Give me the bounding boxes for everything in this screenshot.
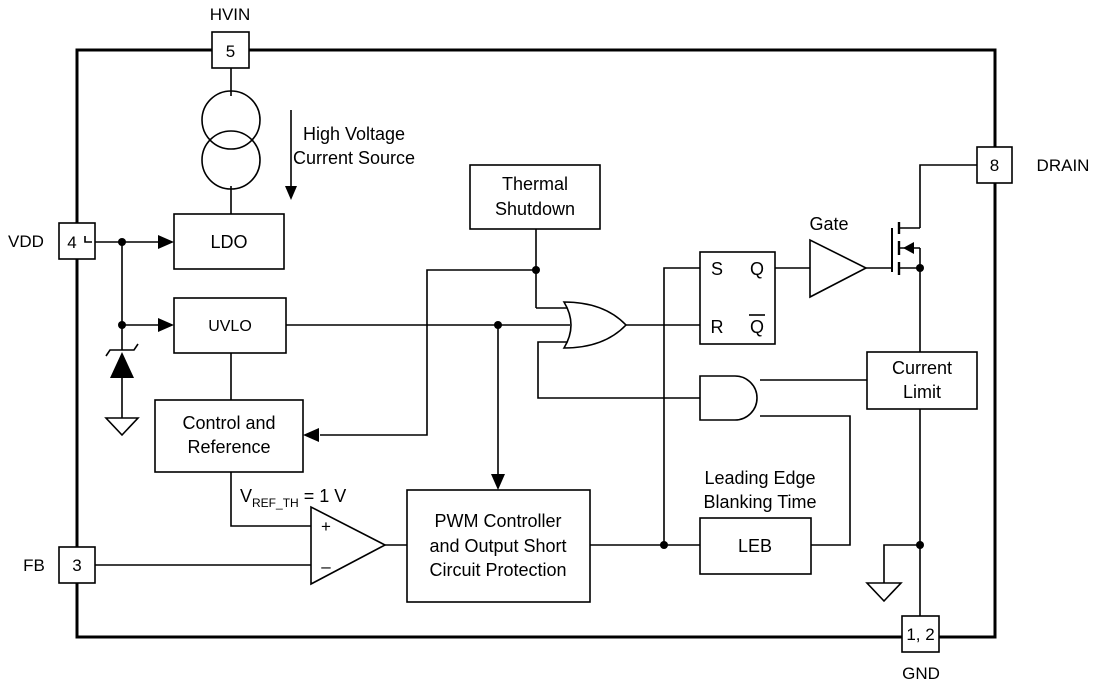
ldo-label: LDO — [210, 232, 247, 252]
pin-drain-name: DRAIN — [1037, 156, 1090, 175]
thermal-label-line2: Shutdown — [495, 199, 575, 219]
ground-symbol-right — [865, 582, 903, 603]
current-direction-arrow — [285, 110, 297, 200]
pwm-label-line2: and Output Short — [429, 536, 566, 556]
leb-label: LEB — [738, 536, 772, 556]
current-limit-label-line1: Current — [892, 358, 952, 378]
gate-label: Gate — [809, 214, 848, 234]
pin-hvin-name: HVIN — [210, 5, 251, 24]
hv-source-label-line1: High Voltage — [303, 124, 405, 144]
pin-fb: 3 FB — [23, 546, 96, 584]
thermal-label-line1: Thermal — [502, 174, 568, 194]
thermal-shutdown-block: Thermal Shutdown — [469, 164, 601, 230]
pwm-label-line3: Circuit Protection — [429, 560, 566, 580]
vref-label: VREF_TH = 1 V — [240, 486, 346, 510]
junction-dots — [118, 238, 924, 549]
current-limit-label-line2: Limit — [903, 382, 941, 402]
arrowheads — [158, 235, 505, 490]
pwm-label-line1: PWM Controller — [434, 511, 561, 531]
ground-symbol-left — [104, 417, 140, 437]
and-gate — [699, 375, 758, 421]
pin-vdd: 4 VDD — [8, 222, 96, 260]
pin-hvin: 5 HVIN — [210, 5, 251, 69]
uvlo-input-arrow — [158, 318, 174, 332]
pin-hvin-number: 5 — [226, 42, 235, 61]
latch-qbar-label: Q — [750, 317, 764, 337]
mosfet-symbol — [891, 222, 921, 275]
pin-vdd-name: VDD — [8, 232, 44, 251]
gate-driver — [809, 238, 868, 299]
vref-main: V — [240, 486, 252, 506]
comparator-plus: + — [321, 517, 331, 536]
pin-gnd-name: GND — [902, 664, 940, 683]
pwm-controller-block: PWM Controller and Output Short Circuit … — [406, 489, 591, 603]
latch-q-label: Q — [750, 259, 764, 279]
latch-r-label: R — [711, 317, 724, 337]
pin-fb-number: 3 — [72, 556, 81, 575]
pin-drain-number: 8 — [990, 156, 999, 175]
zener-diode — [105, 343, 139, 378]
control-label-line1: Control and — [182, 413, 275, 433]
vref-value: = 1 V — [299, 486, 347, 506]
leb-title-line2: Blanking Time — [703, 492, 816, 512]
ldo-block: LDO — [173, 213, 285, 270]
uvlo-block: UVLO — [173, 297, 287, 354]
comparator: + – — [310, 505, 387, 586]
sr-latch: S Q R Q — [699, 251, 776, 345]
pwm-input-arrow — [491, 474, 505, 490]
ldo-input-arrow — [158, 235, 174, 249]
latch-s-label: S — [711, 259, 723, 279]
comparator-minus: – — [321, 557, 331, 576]
control-label-line2: Reference — [187, 437, 270, 457]
uvlo-label: UVLO — [208, 318, 252, 335]
pin-gnd: 1, 2 GND — [901, 615, 940, 683]
vref-subscript: REF_TH — [252, 496, 299, 510]
control-input-arrow — [303, 428, 319, 442]
pin-gnd-number: 1, 2 — [906, 625, 934, 644]
current-source-symbol — [201, 90, 261, 190]
wiring — [86, 68, 977, 616]
current-limit-block: Current Limit — [866, 351, 978, 410]
pin-vdd-number: 4 — [67, 233, 76, 252]
or-gate — [562, 301, 628, 349]
hv-source-label-line2: Current Source — [293, 148, 415, 168]
pin-fb-name: FB — [23, 556, 45, 575]
leb-block: LEB — [699, 517, 812, 575]
ic-boundary — [75, 48, 997, 639]
control-reference-block: Control and Reference — [154, 399, 304, 473]
pin-drain: 8 DRAIN — [976, 146, 1090, 184]
leb-title-line1: Leading Edge — [704, 468, 815, 488]
